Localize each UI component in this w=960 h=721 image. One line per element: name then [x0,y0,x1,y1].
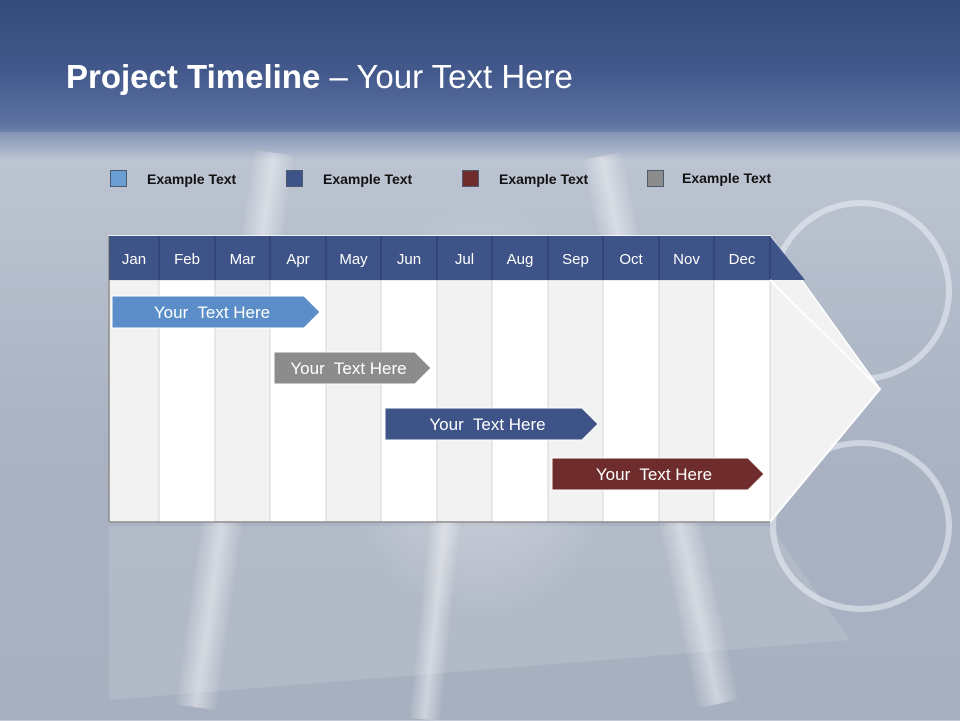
header-banner [0,0,960,132]
month-label: Oct [619,251,643,268]
task-bar-label: Your Text Here [596,465,712,484]
legend-swatch [647,170,664,187]
month-label: Mar [230,251,256,268]
timeline-arrow-outline [769,279,882,523]
legend-label: Example Text [147,171,237,187]
header-fade [0,120,960,160]
page-title: Project Timeline – Your Text Here [66,58,573,96]
month-column [436,279,493,523]
legend-swatch [110,170,127,187]
month-label: Jun [397,251,421,268]
task-bar-label: Your Text Here [429,415,545,434]
task-bar [384,407,599,441]
task-bar [273,351,432,385]
legend-label: Example Text [499,171,589,187]
title-bold: Project Timeline [66,58,321,95]
task-bar [551,457,765,491]
legend-swatch [286,170,303,187]
month-label: Aug [507,251,534,268]
month-label: Feb [174,251,200,268]
month-header-band [109,236,805,280]
month-label: Jul [455,251,474,268]
title-rest: – Your Text Here [320,58,573,95]
task-bar-label: Your Text Here [290,359,406,378]
month-column [491,279,549,523]
legend-label: Example Text [323,171,413,187]
month-column [380,279,438,523]
month-column [325,279,382,523]
timeline-reflection [109,526,850,700]
month-label: Jan [122,251,146,268]
task-bar-label: Your Text Here [154,303,270,322]
legend-swatch [462,170,479,187]
legend-label: Example Text [682,170,772,186]
month-label: Sep [562,251,589,268]
month-label: Apr [286,251,309,268]
month-label: May [339,251,368,268]
task-bar [111,295,321,329]
month-label: Dec [729,251,756,268]
month-label: Nov [673,251,700,268]
